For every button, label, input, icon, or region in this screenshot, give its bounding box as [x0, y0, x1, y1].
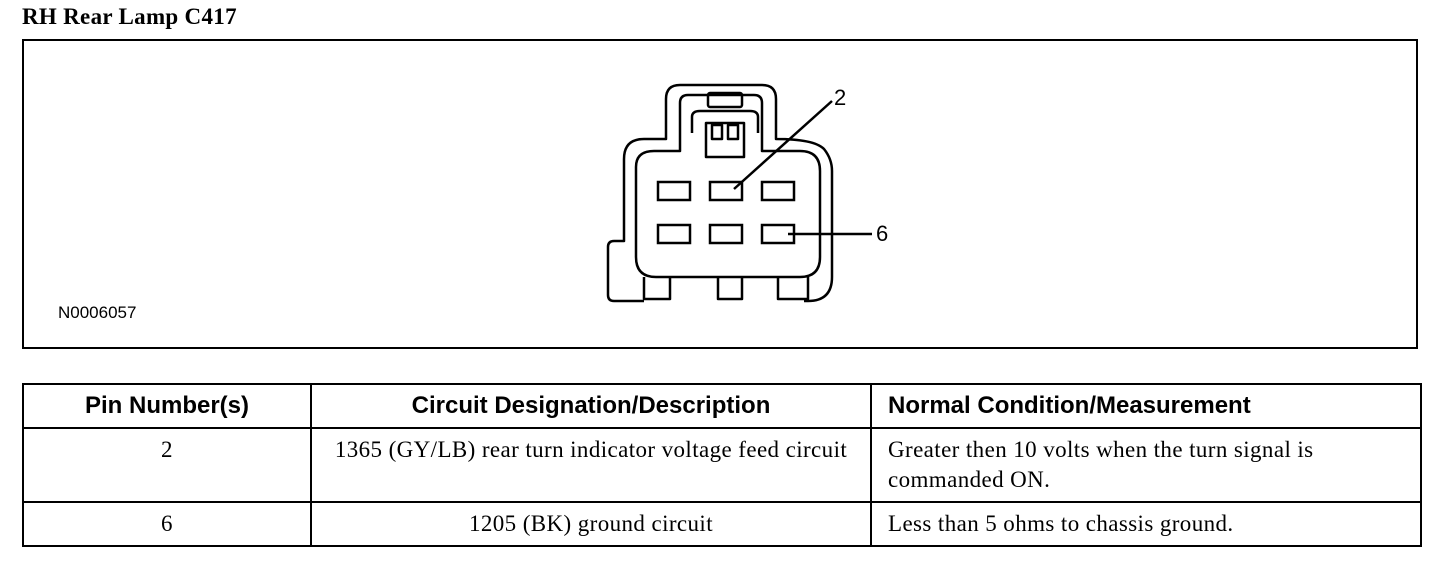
- pin-cavity-5: [708, 223, 744, 245]
- circuit-cell: 1365 (GY/LB) rear turn indicator voltage…: [310, 427, 872, 503]
- latch-body: [704, 121, 746, 159]
- callout-pin-2: 2: [834, 85, 847, 110]
- connector-inner-housing: [634, 93, 822, 279]
- header-condition: Normal Condition/Measurement: [870, 383, 1422, 429]
- table-row: 6 1205 (BK) ground circuit Less than 5 o…: [22, 501, 1422, 547]
- bottom-tab-right: [776, 277, 810, 301]
- connector-drawing: [606, 83, 872, 303]
- latch-arms: [690, 109, 760, 133]
- callout-pin-6: 6: [876, 221, 889, 246]
- figure-id: N0006057: [58, 303, 137, 322]
- latch-slot-right: [726, 123, 740, 141]
- pin-cavity-2: [708, 180, 744, 202]
- page-title: RH Rear Lamp C417: [22, 4, 237, 29]
- bottom-tab-left: [642, 277, 672, 301]
- header-circuit: Circuit Designation/Description: [310, 383, 872, 429]
- pin-cavity-3: [760, 180, 796, 202]
- pin-cavity-1: [656, 180, 692, 202]
- condition-cell: Greater then 10 volts when the turn sign…: [870, 427, 1422, 503]
- pin-cell: 2: [22, 427, 312, 503]
- leader-line-2: [733, 100, 833, 190]
- connector-diagram: 2 6 N0006057: [22, 39, 1418, 349]
- bottom-tab-center: [716, 277, 744, 301]
- latch-slot-left: [710, 123, 724, 141]
- header-pin-numbers: Pin Number(s): [22, 383, 312, 429]
- pin-cell: 6: [22, 501, 312, 547]
- circuit-cell: 1205 (BK) ground circuit: [310, 501, 872, 547]
- pin-cavities: [656, 180, 796, 245]
- table-row: 2 1365 (GY/LB) rear turn indicator volta…: [22, 427, 1422, 503]
- latch-top: [706, 91, 744, 109]
- pin-cavity-4: [656, 223, 692, 245]
- connector-housing: [606, 83, 834, 303]
- pin-table: Pin Number(s) Circuit Designation/Descri…: [22, 383, 1422, 547]
- condition-cell: Less than 5 ohms to chassis ground.: [870, 501, 1422, 547]
- table-header-row: Pin Number(s) Circuit Designation/Descri…: [22, 383, 1422, 429]
